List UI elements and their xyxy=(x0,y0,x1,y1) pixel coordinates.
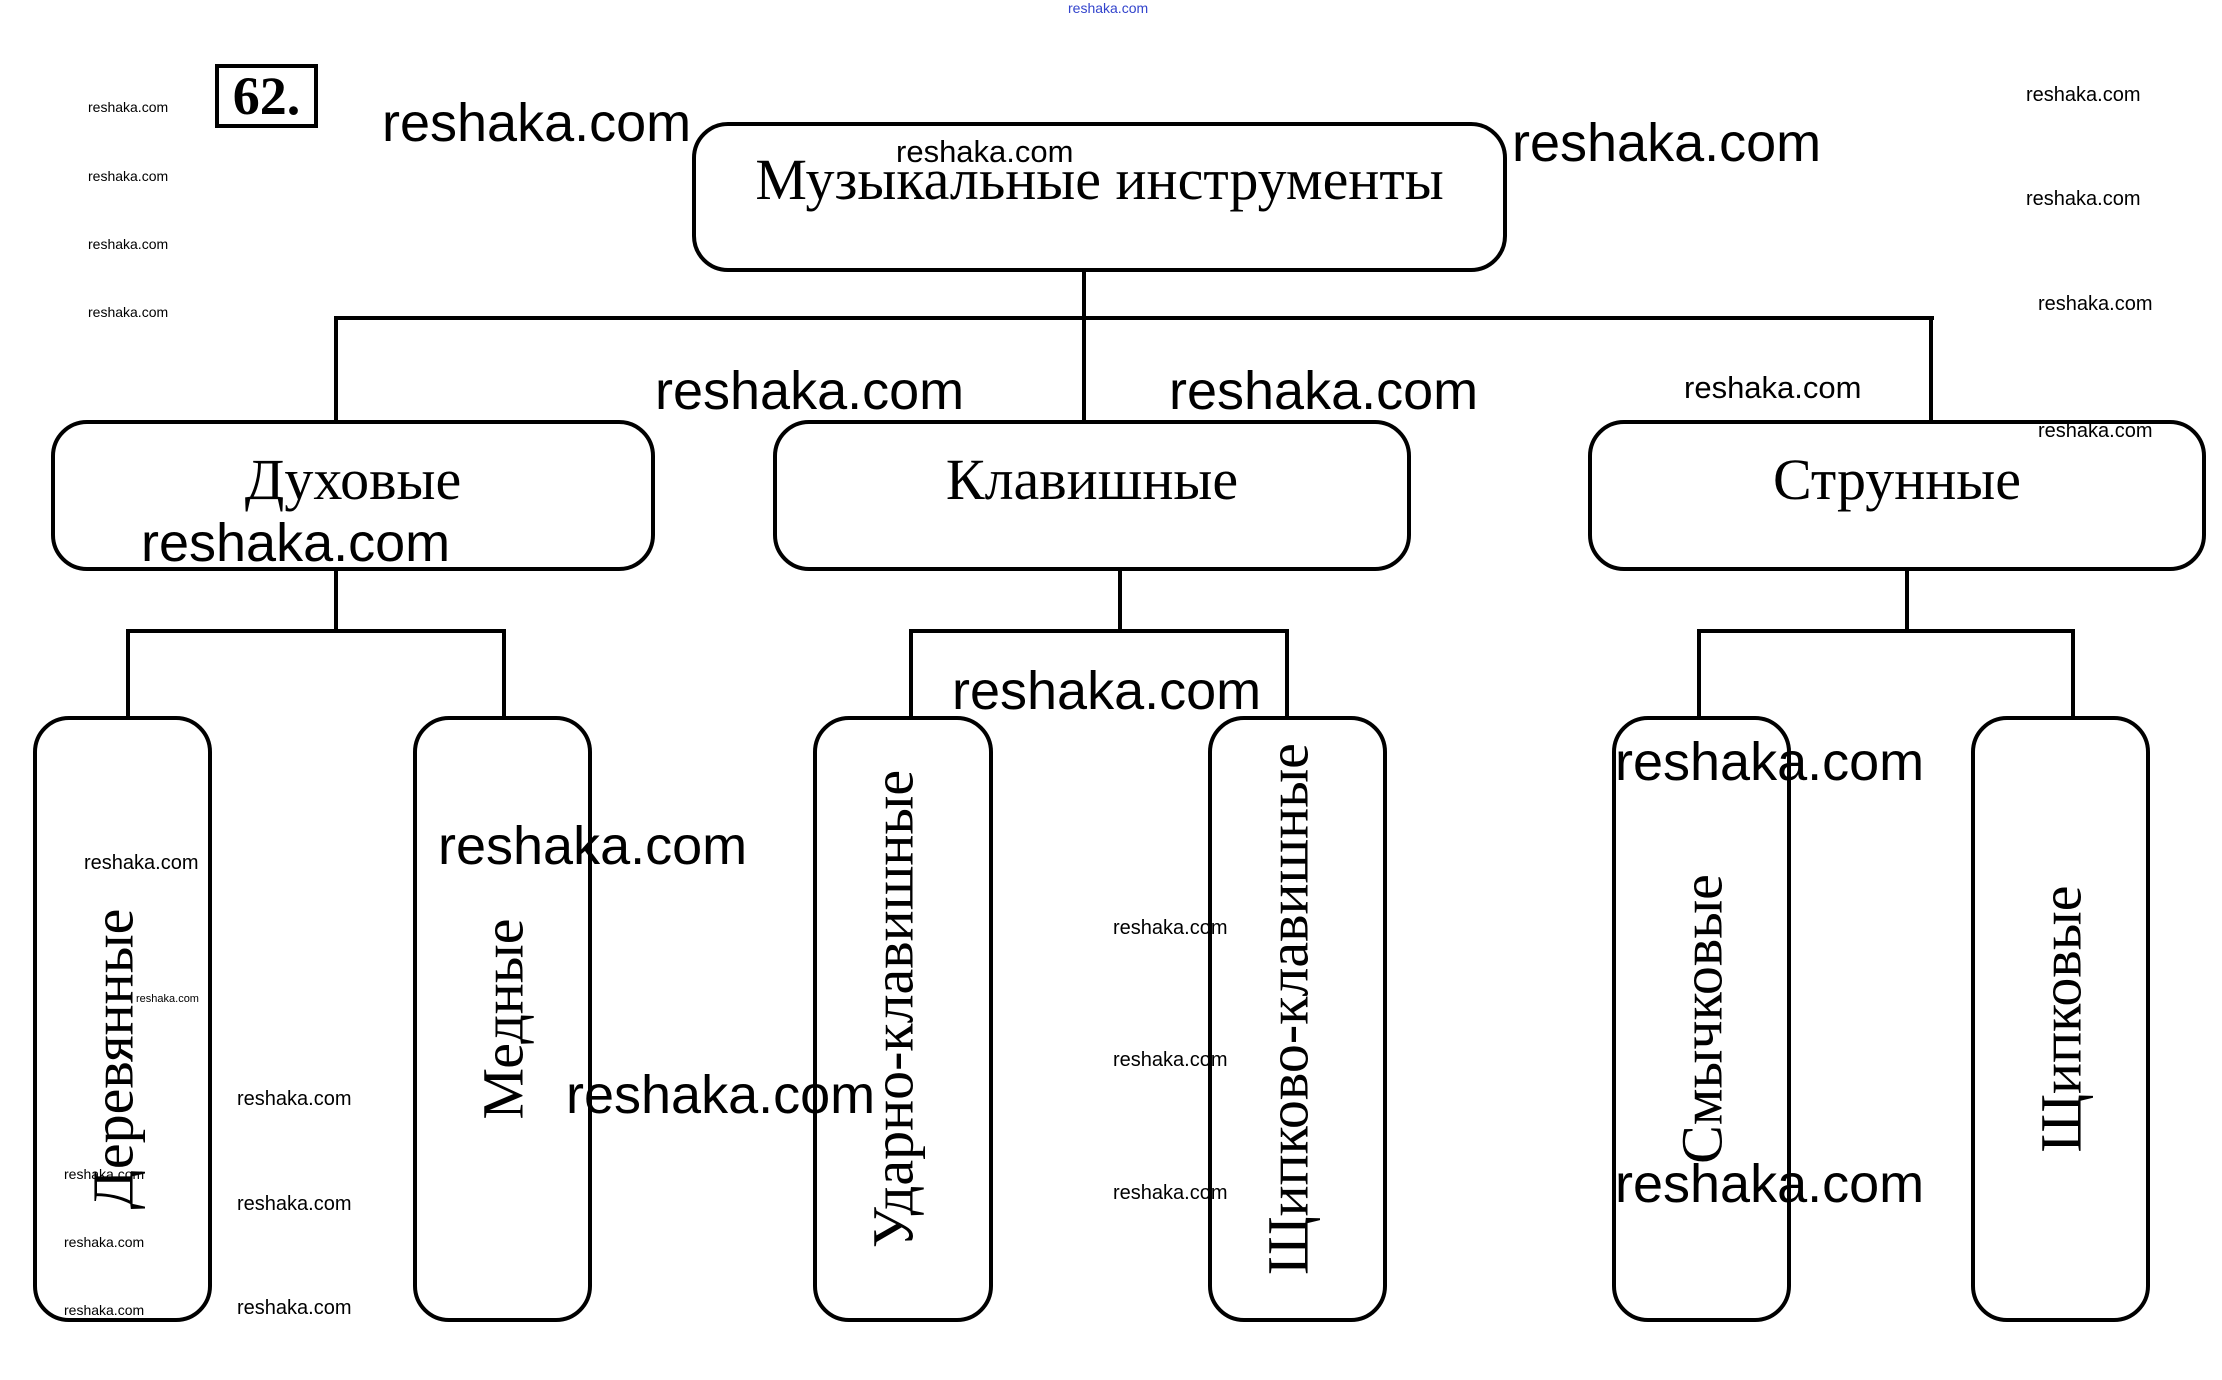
watermark: reshaka.com xyxy=(1512,113,1822,173)
leaf-node-plucked-keyboard: Щипково-клавишные xyxy=(1208,716,1387,1322)
root-node: Музыкальные инструменты xyxy=(692,122,1507,272)
connector-to-woodwind xyxy=(126,629,130,718)
watermark: reshaka.com xyxy=(88,304,169,320)
watermark: reshaka.com xyxy=(237,1088,352,1110)
leaf-label: Деревянные xyxy=(80,908,145,1210)
watermark: reshaka.com xyxy=(2038,293,2153,315)
watermark: reshaka.com xyxy=(1615,732,1925,792)
category-node-wind: Духовые xyxy=(51,420,655,571)
watermark: reshaka.com xyxy=(88,99,169,115)
connector-to-plucked xyxy=(2071,629,2075,718)
problem-number-box: 62. xyxy=(215,64,318,128)
watermark: reshaka.com xyxy=(1113,917,1228,939)
leaf-node-bowed: Смычковые xyxy=(1612,716,1791,1322)
watermark: reshaka.com xyxy=(1113,1182,1228,1204)
root-label: Музыкальные инструменты xyxy=(755,147,1444,212)
connector-strings-horizontal xyxy=(1697,629,2075,633)
watermark: reshaka.com xyxy=(896,134,1074,169)
connector-to-bowed xyxy=(1697,629,1701,718)
connector-to-percussion-keyboard xyxy=(909,629,913,718)
watermark: reshaka.com xyxy=(382,93,692,153)
watermark: reshaka.com xyxy=(1684,370,1862,405)
watermark: reshaka.com xyxy=(136,993,199,1005)
watermark: reshaka.com xyxy=(2026,188,2141,210)
connector-to-plucked-keyboard xyxy=(1285,629,1289,718)
watermark: reshaka.com xyxy=(64,1234,145,1250)
problem-number: 62. xyxy=(232,66,301,126)
category-label: Клавишные xyxy=(945,447,1239,512)
watermark: reshaka.com xyxy=(141,513,451,573)
connector-strings-down xyxy=(1905,571,1909,631)
connector-to-brass xyxy=(502,629,506,718)
watermark: reshaka.com xyxy=(64,1166,145,1182)
connector-level1-horizontal xyxy=(334,316,1934,320)
watermark: reshaka.com xyxy=(566,1065,876,1125)
connector-to-strings xyxy=(1929,316,1933,422)
leaf-label: Медные xyxy=(470,918,535,1120)
leaf-label: Щипковые xyxy=(2028,885,2093,1153)
connector-wind-down xyxy=(334,571,338,631)
watermark: reshaka.com xyxy=(84,852,199,874)
connector-wind-horizontal xyxy=(126,629,506,633)
leaf-node-woodwind: Деревянные xyxy=(33,716,212,1322)
watermark: reshaka.com xyxy=(438,816,748,876)
watermark: reshaka.com xyxy=(2026,84,2141,106)
leaf-label: Ударно-клавишные xyxy=(860,769,926,1249)
leaf-label: Щипково-клавишные xyxy=(1255,743,1320,1275)
connector-keyboard-down xyxy=(1118,571,1122,631)
watermark: reshaka.com xyxy=(237,1193,352,1215)
category-label: Духовые xyxy=(244,447,462,512)
connector-root-down xyxy=(1082,272,1086,422)
watermark: reshaka.com xyxy=(2038,420,2153,442)
top-watermark: reshaka.com xyxy=(1068,0,1149,16)
watermark: reshaka.com xyxy=(88,168,169,184)
category-label: Струнные xyxy=(1772,447,2021,512)
leaf-node-percussion-keyboard: Ударно-клавишные xyxy=(813,716,993,1322)
watermark: reshaka.com xyxy=(237,1297,352,1319)
watermark: reshaka.com xyxy=(1615,1154,1925,1214)
watermark: reshaka.com xyxy=(1169,361,1479,421)
watermark: reshaka.com xyxy=(1113,1049,1228,1071)
category-node-strings: Струнные xyxy=(1588,420,2206,571)
connector-to-wind xyxy=(334,316,338,422)
watermark: reshaka.com xyxy=(655,361,965,421)
leaf-node-plucked: Щипковые xyxy=(1971,716,2150,1322)
watermark: reshaka.com xyxy=(88,236,169,252)
leaf-node-brass: Медные xyxy=(413,716,592,1322)
watermark: reshaka.com xyxy=(64,1302,145,1318)
connector-keyboard-horizontal xyxy=(909,629,1289,633)
watermark: reshaka.com xyxy=(952,661,1262,721)
leaf-label: Смычковые xyxy=(1669,874,1734,1164)
category-node-keyboard: Клавишные xyxy=(773,420,1411,571)
